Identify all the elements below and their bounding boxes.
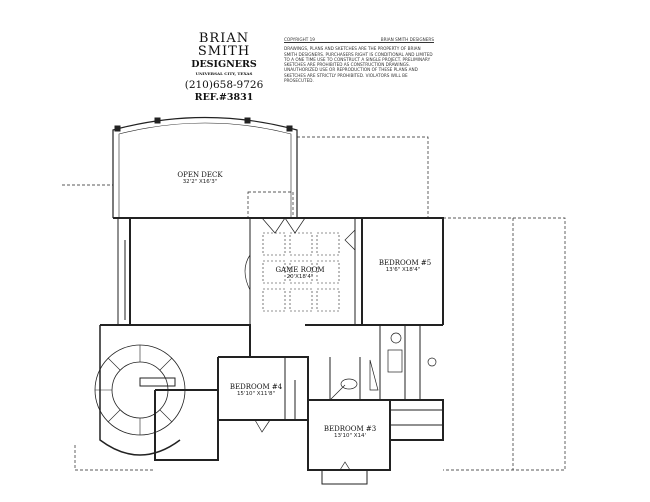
firm-phone: (210)658-9726 [184, 78, 264, 91]
interior-walls [117, 218, 443, 485]
firm-location: UNIVERSAL CITY, TEXAS [195, 70, 253, 76]
room-name: OPEN DECK [177, 171, 223, 179]
room-open-deck: OPEN DECK 32'2" X16'3" [177, 171, 223, 185]
room-name: BEDROOM #5 [379, 259, 431, 267]
room-size: 20'X18'4" [287, 274, 314, 280]
room-size: 15'10" X11'8" [237, 391, 275, 397]
copyright-line: COPYRIGHT 19 BRIAN SMITH DESIGNERS [284, 37, 434, 44]
game-room-ceiling-grid [262, 232, 340, 312]
room-size: 13'10" X14' [334, 433, 366, 439]
firm-subtitle: DESIGNERS [191, 59, 257, 70]
room-bedroom-5: BEDROOM #5 13'6" X18'4" [379, 259, 431, 273]
copyright-text: COPYRIGHT 19 [284, 37, 315, 42]
room-size: 32'2" X16'3" [183, 179, 218, 185]
room-bedroom-3: BEDROOM #3 13'10" X14' [324, 425, 376, 439]
legal-notice: COPYRIGHT 19 BRIAN SMITH DESIGNERS DRAWI… [284, 37, 434, 83]
room-name: BEDROOM #4 [230, 383, 283, 391]
room-name: BEDROOM #3 [324, 425, 376, 433]
firm-name: BRIAN SMITH [197, 31, 251, 59]
room-name: GAME ROOM [275, 266, 324, 274]
open-deck-outline [112, 116, 298, 218]
firm-title-block: BRIAN SMITH DESIGNERS UNIVERSAL CITY, TE… [176, 32, 272, 103]
room-size: 13'6" X18'4" [386, 267, 421, 273]
spiral-staircase [94, 325, 186, 456]
room-bedroom-4: BEDROOM #4 15'10" X11'8" [230, 383, 283, 397]
exterior-walls [100, 217, 444, 471]
bath-fixtures [340, 332, 437, 391]
roof-outline-dashed [62, 136, 566, 471]
legal-notice-text: DRAWINGS, PLANS AND SKETCHES ARE THE PRO… [284, 46, 433, 84]
plan-reference: REF.#3831 [194, 92, 254, 103]
door-swings [244, 217, 356, 471]
copyright-holder: BRIAN SMITH DESIGNERS [380, 37, 434, 42]
room-game-room: GAME ROOM 20'X18'4" [275, 266, 324, 280]
